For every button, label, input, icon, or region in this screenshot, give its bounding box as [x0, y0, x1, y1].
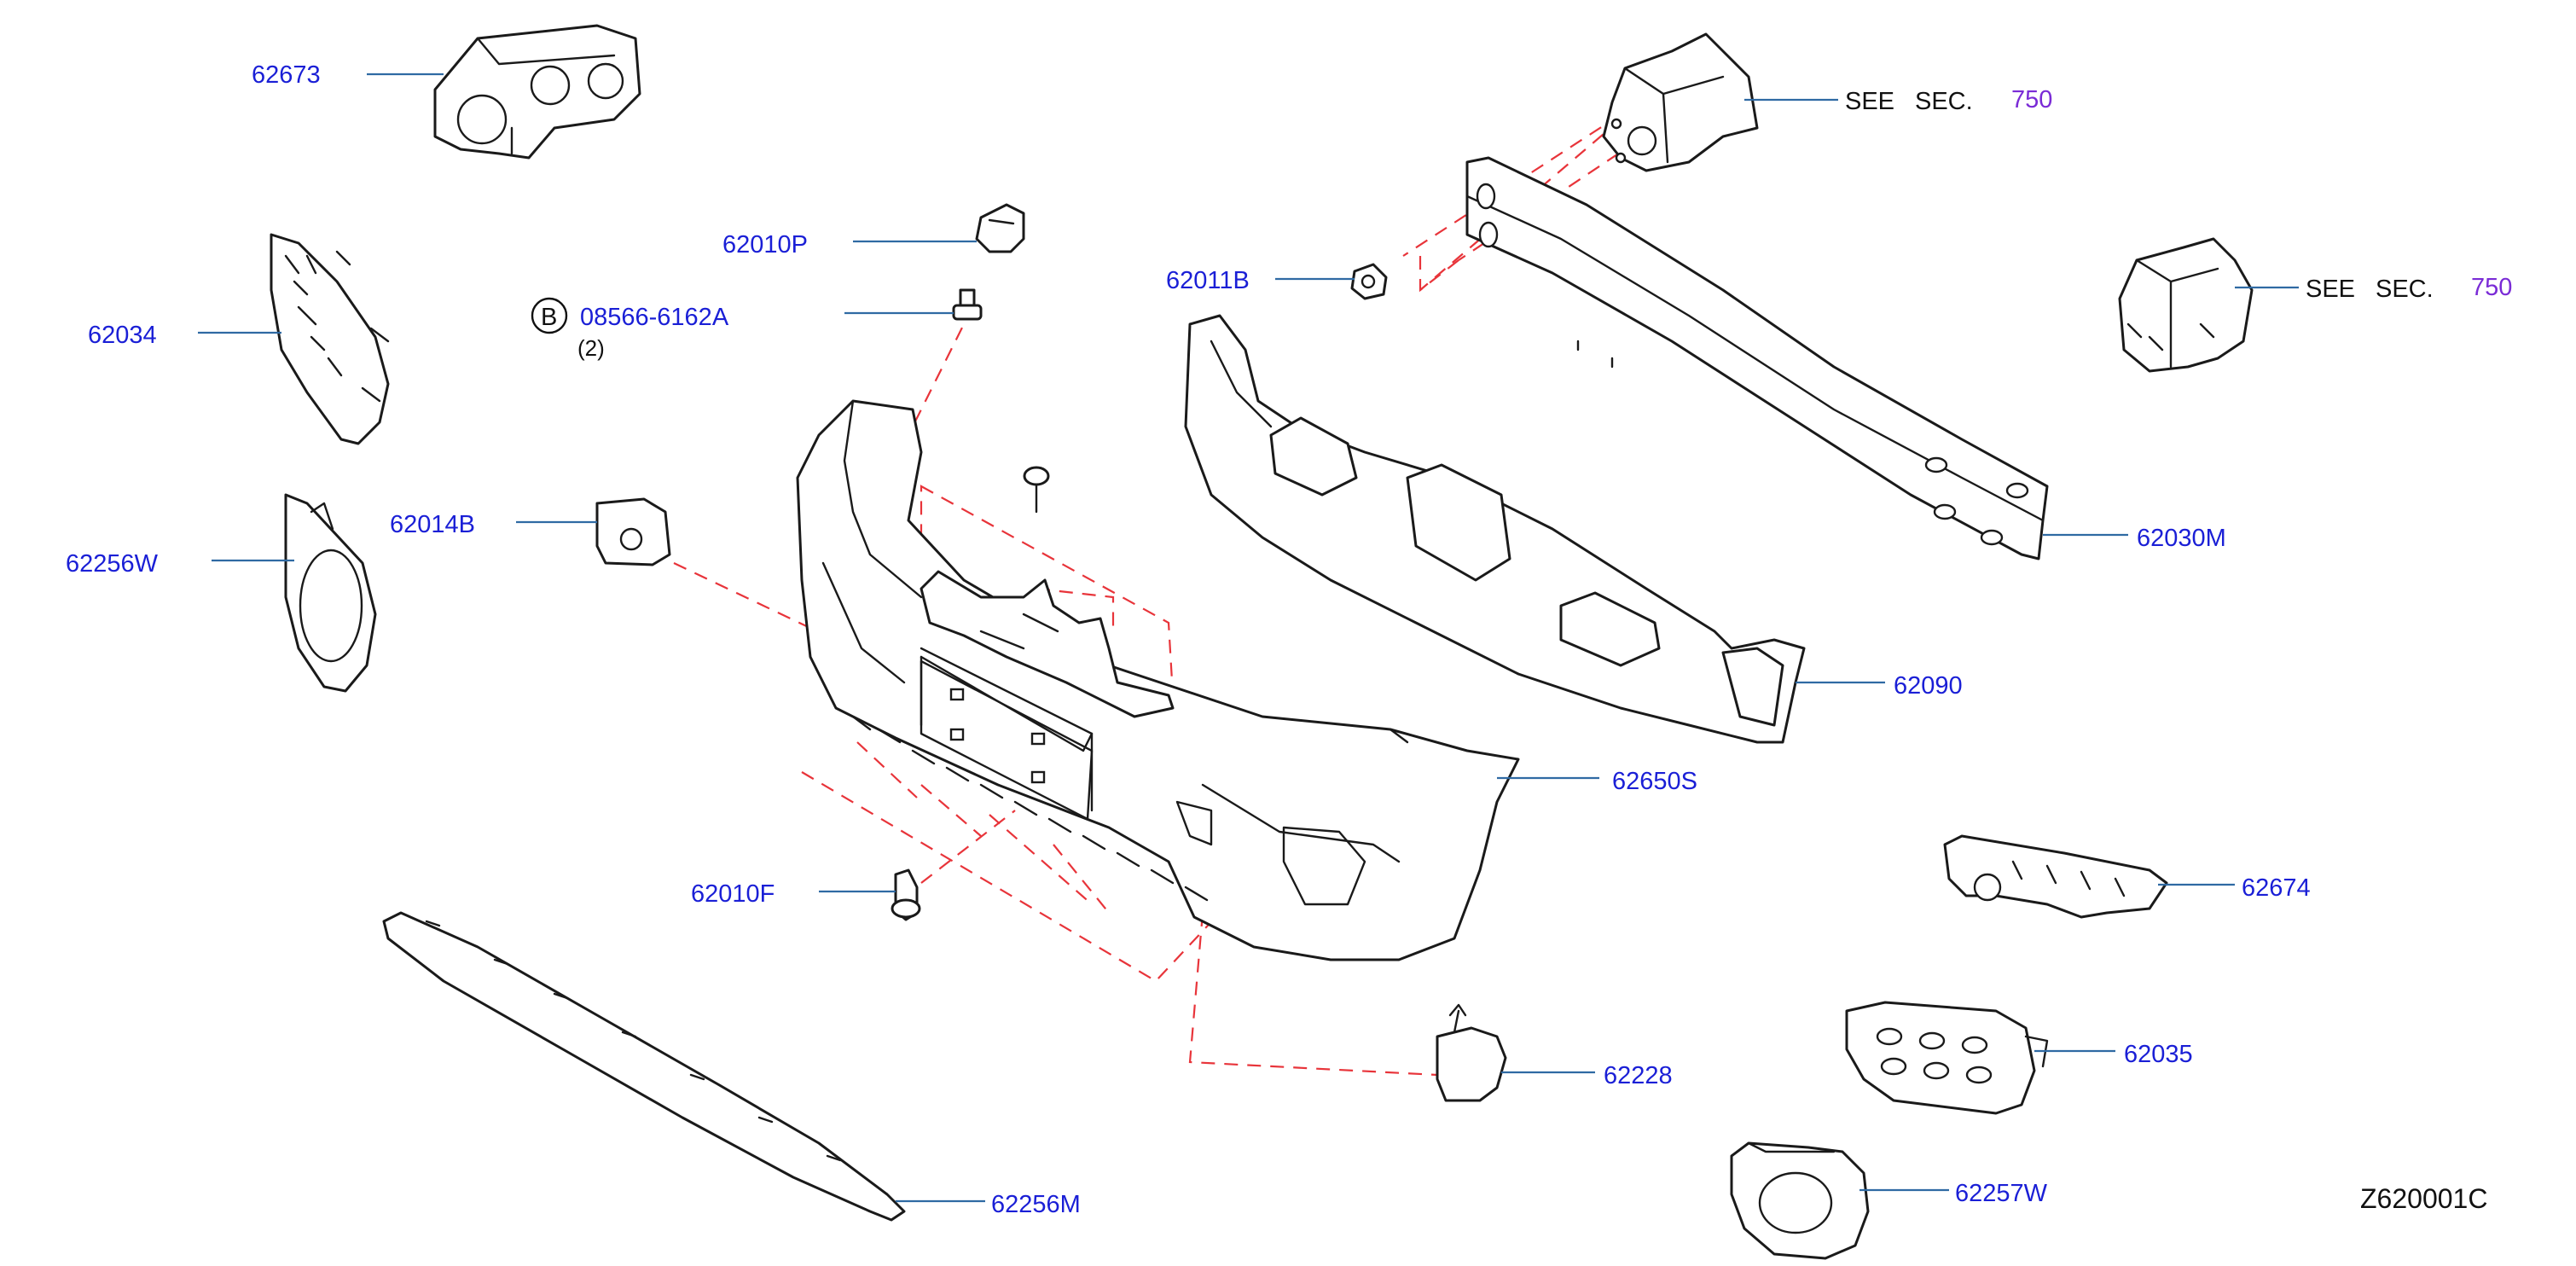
label-62257W: 62257W: [1955, 1180, 2048, 1207]
label-62256M: 62256M: [991, 1191, 1081, 1218]
part-grille-bracket: [920, 570, 1175, 718]
part-62034-bracket: [270, 233, 390, 445]
part-crash-box-upper: [1602, 32, 1759, 172]
part-62674-bracket: [1943, 834, 2168, 919]
label-see-sec-mid-sec: SEC.: [2376, 276, 2434, 303]
part-62090-energy-absorber: [1184, 314, 1806, 744]
label-08566-badge: B: [541, 304, 557, 331]
label-62035: 62035: [2124, 1041, 2193, 1068]
label-62090: 62090: [1894, 672, 1963, 700]
label-62011B: 62011B: [1166, 267, 1250, 294]
part-08566-6162A-screw: [952, 288, 983, 321]
label-62673: 62673: [252, 61, 321, 89]
label-08566-6162A: 08566-6162A: [580, 304, 729, 331]
label-see-sec-top-sec: SEC.: [1915, 88, 1973, 115]
part-62030M-reinforcement: [1465, 156, 2049, 560]
part-62010F-clip: [891, 868, 921, 921]
part-62035-plate: [1845, 1001, 2049, 1115]
part-labels: 62673 62034 62256W 62014B 62010P B 08566…: [66, 61, 2512, 1218]
label-see-sec-mid-see: SEE: [2306, 276, 2355, 303]
part-license-bracket: [920, 659, 1094, 821]
part-62010P-grommet: [975, 203, 1025, 253]
label-62674: 62674: [2242, 874, 2311, 902]
part-62228-tow-cover: [1436, 1003, 1507, 1102]
part-62014B-clip: [595, 497, 671, 566]
label-see-sec-top-num: 750: [2011, 86, 2052, 113]
label-62650S: 62650S: [1612, 768, 1697, 795]
label-62014B: 62014B: [390, 511, 475, 538]
label-62256W: 62256W: [66, 550, 159, 578]
part-62256W-cover: [284, 493, 377, 693]
label-08566-qty: (2): [577, 335, 605, 361]
label-see-sec-top-see: SEE: [1845, 88, 1894, 115]
part-62256M-moulding: [382, 911, 906, 1222]
leader-lines: [198, 73, 2299, 1203]
part-62673-bracket: [433, 24, 641, 160]
label-62228: 62228: [1604, 1062, 1673, 1089]
label-62010F: 62010F: [691, 880, 775, 908]
label-62010P: 62010P: [722, 231, 808, 258]
label-see-sec-mid-num: 750: [2471, 274, 2512, 301]
part-62257W-cover: [1730, 1141, 1870, 1260]
part-grille-screw: [1023, 466, 1050, 514]
label-62030M: 62030M: [2137, 525, 2226, 552]
part-62011B-nut: [1350, 263, 1388, 300]
bolt-circle-badge: [531, 297, 568, 334]
diagram-code: Z620001C: [2360, 1183, 2487, 1214]
part-lower-grille-slots: [851, 715, 1209, 902]
label-62034: 62034: [88, 322, 157, 349]
part-crash-box-right: [2118, 237, 2254, 373]
